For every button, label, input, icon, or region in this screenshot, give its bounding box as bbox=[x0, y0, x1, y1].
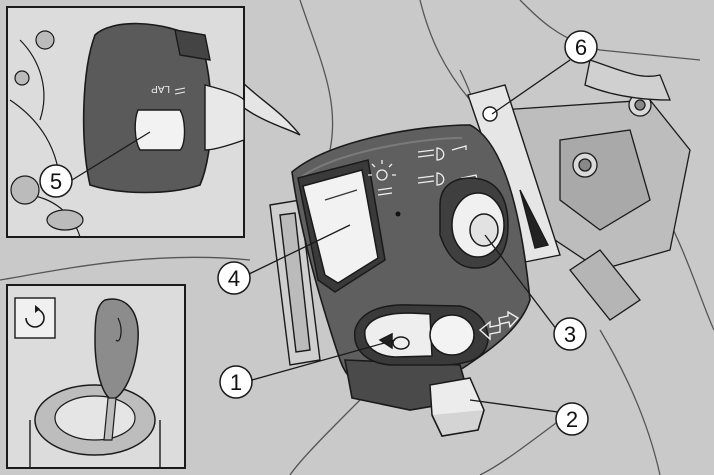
callout-6-label: 6 bbox=[575, 35, 587, 60]
handlebar-grip bbox=[269, 199, 321, 366]
callout-4: 4 bbox=[217, 261, 251, 295]
callout-2: 2 bbox=[555, 402, 589, 436]
callout-4-label: 4 bbox=[228, 266, 240, 291]
callout-3-label: 3 bbox=[564, 322, 576, 347]
callout-5-label: 5 bbox=[50, 169, 62, 194]
button-2 bbox=[429, 377, 485, 437]
inset-bottom-left bbox=[6, 284, 186, 469]
lap-label: LAP bbox=[151, 83, 170, 94]
rotate-key-icon bbox=[14, 297, 56, 339]
light-switch-4 bbox=[297, 159, 386, 293]
rotate-arrow-icon bbox=[25, 308, 45, 328]
leader-lines bbox=[71, 59, 571, 413]
horn-button-1 bbox=[354, 304, 489, 366]
dimmer-button-3 bbox=[439, 177, 509, 269]
callout-6: 6 bbox=[564, 30, 598, 64]
turn-signal-arrows bbox=[478, 310, 520, 341]
callout-3: 3 bbox=[553, 317, 587, 351]
callout-5: 5 bbox=[39, 164, 73, 198]
callouts: 1 2 3 4 5 6 bbox=[39, 30, 598, 436]
callout-1: 1 bbox=[219, 365, 253, 399]
callout-1-label: 1 bbox=[230, 370, 242, 395]
inset-top-left: LAP bbox=[6, 6, 301, 238]
callout-2-label: 2 bbox=[566, 407, 578, 432]
